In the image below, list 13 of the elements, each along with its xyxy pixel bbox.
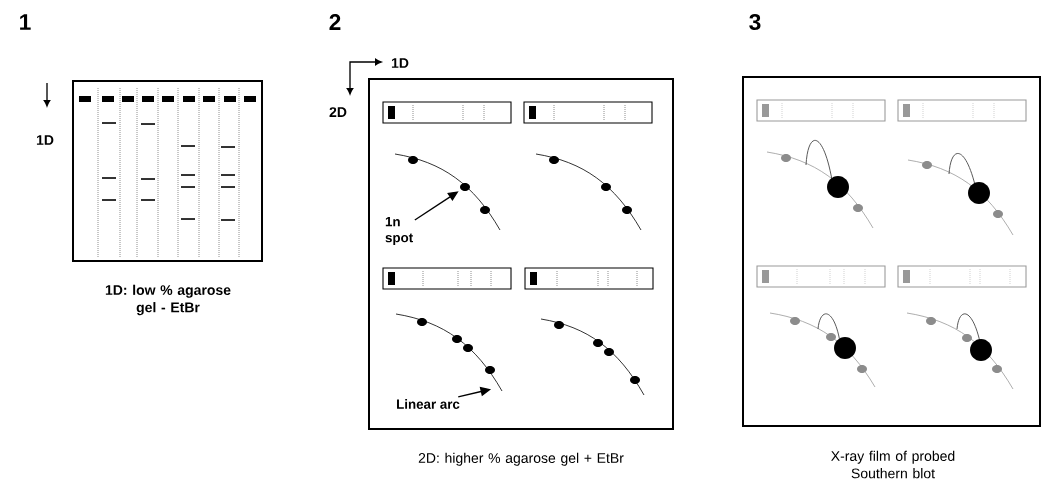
panel-caption: 2D: higher % agarose gel + EtBr: [418, 452, 624, 466]
axis-label: 2D: [329, 107, 347, 117]
panel-number: 3: [749, 13, 761, 31]
gel-spot: [460, 183, 470, 191]
panel-number: 1: [20, 14, 31, 30]
panel-caption: 1D: low % agarose gel - EtBr: [105, 284, 231, 316]
panel-number: 2: [329, 14, 341, 30]
linear-arc: [395, 313, 503, 392]
callout-text: Linear arc: [397, 399, 460, 409]
axis-label: 1D: [36, 135, 54, 145]
panel-caption: X-ray film of probed Southern blot: [831, 450, 955, 479]
axis-label: 1D: [391, 58, 409, 68]
callout-text: 1n spot: [385, 217, 413, 245]
